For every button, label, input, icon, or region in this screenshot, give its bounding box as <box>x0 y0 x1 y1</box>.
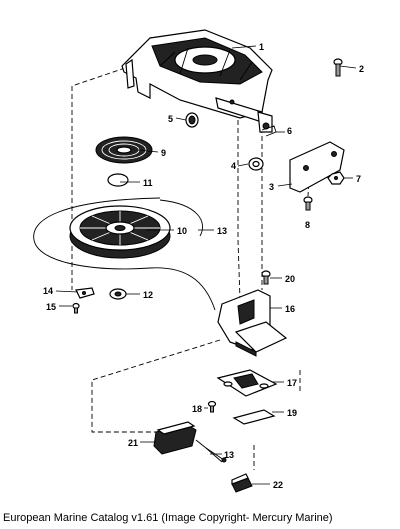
callout-5: 5 <box>168 114 173 124</box>
callout-6: 6 <box>287 126 292 136</box>
callout-9: 9 <box>161 148 166 158</box>
callout-13a: 13 <box>217 226 227 236</box>
callout-17: 17 <box>287 378 297 388</box>
callout-11: 11 <box>143 178 153 188</box>
callout-13b: 13 <box>224 450 234 460</box>
starter-rope <box>33 197 216 311</box>
image-caption: European Marine Catalog v1.61 (Image Cop… <box>3 512 333 524</box>
bushing-part-5 <box>185 112 199 128</box>
callout-21: 21 <box>128 438 138 448</box>
rope-handle-part-21 <box>153 421 223 463</box>
callout-8: 8 <box>305 220 310 230</box>
rope-pulley-part-10 <box>69 205 171 259</box>
leader-lines <box>55 45 357 485</box>
screw-part-20 <box>261 270 271 285</box>
screw-part-18 <box>207 400 217 413</box>
rope-end-part-13 <box>205 447 227 463</box>
callout-20: 20 <box>285 274 295 284</box>
callout-22: 22 <box>273 480 283 490</box>
callout-4: 4 <box>231 161 236 171</box>
washer-part-12 <box>109 288 127 300</box>
clip-part-6 <box>261 125 277 137</box>
callout-15: 15 <box>46 302 56 312</box>
plate-part-17 <box>216 369 278 397</box>
bracket-part-3 <box>289 141 345 193</box>
callout-1: 1 <box>259 42 264 52</box>
lockout-bracket-part-16 <box>217 289 288 357</box>
gasket-part-19 <box>232 409 276 425</box>
washer-part-4 <box>248 157 264 171</box>
starter-housing <box>121 29 273 133</box>
nut-part-7 <box>327 171 345 185</box>
screw-part-8 <box>303 196 313 211</box>
callout-12: 12 <box>143 290 153 300</box>
callout-19: 19 <box>287 408 297 418</box>
callout-7: 7 <box>356 174 361 184</box>
screw-part-2 <box>333 58 343 77</box>
callout-3: 3 <box>269 182 274 192</box>
callout-14: 14 <box>43 286 53 296</box>
callout-labels: 1 2 5 9 6 4 3 7 8 11 10 13 14 12 15 20 1… <box>43 42 364 490</box>
rope-anchor-part-22 <box>231 473 253 493</box>
callout-2: 2 <box>359 64 364 74</box>
callout-10: 10 <box>177 226 187 236</box>
cap-part-11 <box>107 173 129 187</box>
callout-18: 18 <box>192 404 202 414</box>
callout-16: 16 <box>285 304 295 314</box>
recoil-spring-part-9 <box>95 136 153 164</box>
screw-part-15 <box>72 302 80 314</box>
pawl-part-14 <box>75 287 95 299</box>
